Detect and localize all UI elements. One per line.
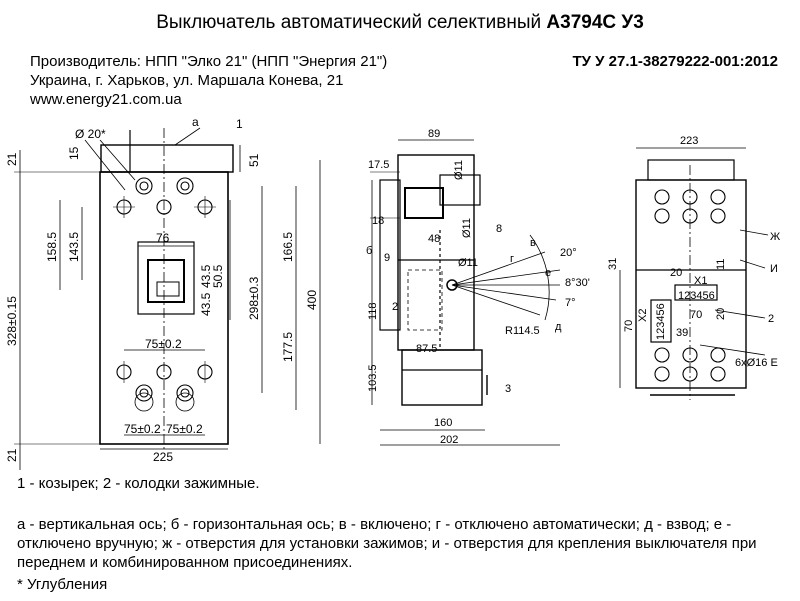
dim-43-5-a: 43.5	[199, 264, 213, 288]
dim-202: 202	[440, 434, 458, 446]
dim-11-a: Ø11	[453, 160, 465, 180]
dim-143-5: 143.5	[67, 232, 81, 262]
dim-70-a: 70	[690, 309, 702, 321]
label-a: а	[192, 115, 199, 129]
legend-positions: а - вертикальная ось; б - горизонтальная…	[17, 516, 757, 571]
address: Украина, г. Харьков, ул. Маршала Конева,…	[30, 72, 344, 89]
website: www.energy21.com.ua	[30, 91, 182, 108]
side-view	[370, 139, 561, 446]
model-name: А3794С У3	[546, 12, 644, 33]
dim-11-b: Ø11	[461, 218, 473, 238]
label-1: 1	[236, 117, 243, 131]
dim-75-right: 75±0.2	[166, 422, 203, 436]
label-2-side: 2	[392, 301, 398, 313]
label-g: г	[510, 253, 514, 265]
label-2-rear: 2	[768, 313, 774, 325]
dim-160: 160	[434, 417, 452, 429]
dim-21-bottom: 21	[5, 448, 19, 462]
dim-9: 9	[384, 252, 390, 264]
dim-20-b: 20	[715, 308, 727, 320]
holes-label: 6xØ16 Е	[735, 357, 778, 369]
dim-87-5: 87.5	[416, 343, 437, 355]
dim-21-top: 21	[5, 152, 19, 166]
dim-103-5: 103.5	[367, 364, 379, 392]
legend-parts: 1 - козырек; 2 - колодки зажимные.	[17, 475, 260, 492]
dim-118: 118	[367, 302, 379, 320]
dim-48: 48	[428, 233, 440, 245]
label-3: 3	[505, 383, 511, 395]
dim-8: 8	[496, 223, 502, 235]
dim-223: 223	[680, 135, 698, 147]
dim-17-5: 17.5	[368, 159, 389, 171]
dim-225: 225	[153, 450, 173, 464]
dim-177-5: 177.5	[281, 332, 295, 362]
dim-50-5: 50.5	[211, 264, 225, 288]
dim-11-rear: 11	[715, 259, 727, 270]
rear-view	[619, 147, 769, 400]
dim-75-top: 75±0.2	[145, 337, 182, 351]
angle-8-30: 8°30'	[565, 277, 590, 289]
dim-76: 76	[156, 231, 170, 245]
dim-328: 328±0.15	[5, 296, 19, 346]
front-view	[14, 127, 321, 470]
dim-158-5: 158.5	[45, 232, 59, 262]
title-text: Выключатель автоматический селективный	[156, 12, 547, 33]
label-zh: Ж	[770, 231, 780, 243]
dim-18: 18	[372, 215, 384, 227]
label-i: И	[770, 263, 778, 275]
dim-39: 39	[676, 327, 688, 339]
dim-400: 400	[305, 290, 319, 310]
standard-code: ТУ У 27.1-38279222-001:2012	[572, 53, 778, 70]
dim-89: 89	[428, 128, 440, 140]
terminal-numbers-x1: 123456	[678, 290, 715, 302]
label-b: б	[366, 245, 372, 257]
dim-15: 15	[67, 146, 81, 160]
page-title: Выключатель автоматический селективный А…	[0, 12, 800, 34]
terminal-numbers-x2: 123456	[655, 303, 667, 340]
legend-footnote: * Углубления	[17, 576, 108, 593]
dim-166-5: 166.5	[281, 232, 295, 262]
dim-20-a: 20	[670, 267, 682, 279]
dim-31: 31	[607, 258, 619, 270]
angle-7: 7°	[565, 297, 576, 309]
hole-label: Ø 20*	[75, 127, 106, 141]
label-e: е	[545, 267, 551, 279]
dim-298: 298±0.3	[247, 276, 261, 320]
dim-11-c: Ø11	[458, 257, 478, 269]
dim-70-b: 70	[623, 320, 635, 332]
angle-20: 20°	[560, 247, 577, 259]
label-x2: X2	[637, 309, 649, 322]
label-x1: X1	[694, 275, 707, 287]
dim-51: 51	[247, 153, 261, 167]
manufacturer: Производитель: НПП "Элко 21" (НПП "Энерг…	[30, 53, 388, 70]
manufacturer-block: Производитель: НПП "Элко 21" (НПП "Энерг…	[30, 52, 387, 109]
radius-114-5: R114.5	[505, 325, 540, 337]
dim-75-left: 75±0.2	[124, 422, 161, 436]
label-v: в	[530, 237, 536, 249]
label-d: д	[555, 321, 562, 333]
dim-43-5-b: 43.5	[199, 292, 213, 316]
